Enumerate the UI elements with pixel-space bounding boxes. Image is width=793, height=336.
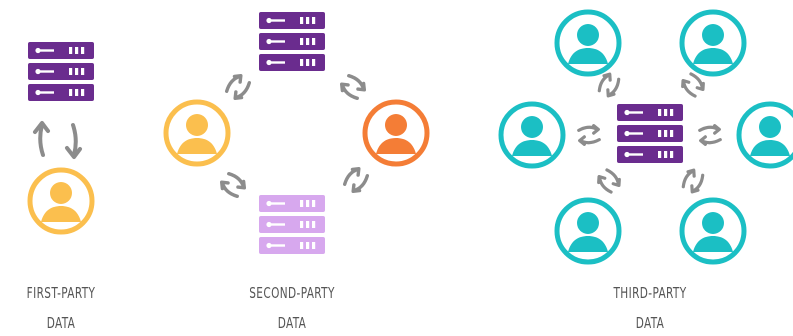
third-party-arrows-top-right bbox=[677, 69, 709, 101]
third-party-label-line1: THIRD-PARTY bbox=[613, 284, 687, 302]
third-party-arrows-right bbox=[698, 124, 722, 146]
second-party-server-bottom-icon bbox=[259, 195, 325, 254]
second-party-user-right-icon bbox=[365, 102, 427, 164]
third-party-group bbox=[501, 12, 793, 262]
second-party-arrows-bottom-left bbox=[216, 168, 250, 202]
third-party-user-bottom-right-icon bbox=[682, 200, 744, 262]
first-party-user-icon bbox=[30, 170, 92, 232]
third-party-arrows-top-left bbox=[593, 69, 625, 101]
third-party-arrows-bottom-left bbox=[593, 165, 625, 197]
second-party-arrows-top-right bbox=[336, 70, 370, 104]
second-party-label-line2: DATA bbox=[277, 314, 307, 332]
second-party-server-top-icon bbox=[259, 12, 325, 71]
second-party-arrows-top-left bbox=[221, 70, 255, 104]
first-party-server-icon bbox=[28, 42, 94, 101]
first-party-arrows bbox=[33, 121, 82, 159]
third-party-arrows-bottom-right bbox=[677, 165, 709, 197]
first-party-label-line2: DATA bbox=[46, 314, 76, 332]
second-party-arrows-bottom-right bbox=[339, 163, 373, 197]
third-party-user-left-icon bbox=[501, 104, 563, 166]
first-party-label-line1: FIRST-PARTY bbox=[26, 284, 96, 302]
third-party-user-bottom-left-icon bbox=[557, 200, 619, 262]
first-party-group bbox=[28, 42, 94, 232]
third-party-user-top-right-icon bbox=[682, 12, 744, 74]
third-party-label-line2: DATA bbox=[635, 314, 665, 332]
third-party-user-top-left-icon bbox=[557, 12, 619, 74]
second-party-group bbox=[166, 12, 427, 254]
third-party-server-icon bbox=[617, 104, 683, 163]
second-party-user-left-icon bbox=[166, 102, 228, 164]
third-party-user-right-icon bbox=[739, 104, 793, 166]
third-party-arrows-left bbox=[577, 124, 601, 146]
second-party-label-line1: SECOND-PARTY bbox=[249, 284, 335, 302]
